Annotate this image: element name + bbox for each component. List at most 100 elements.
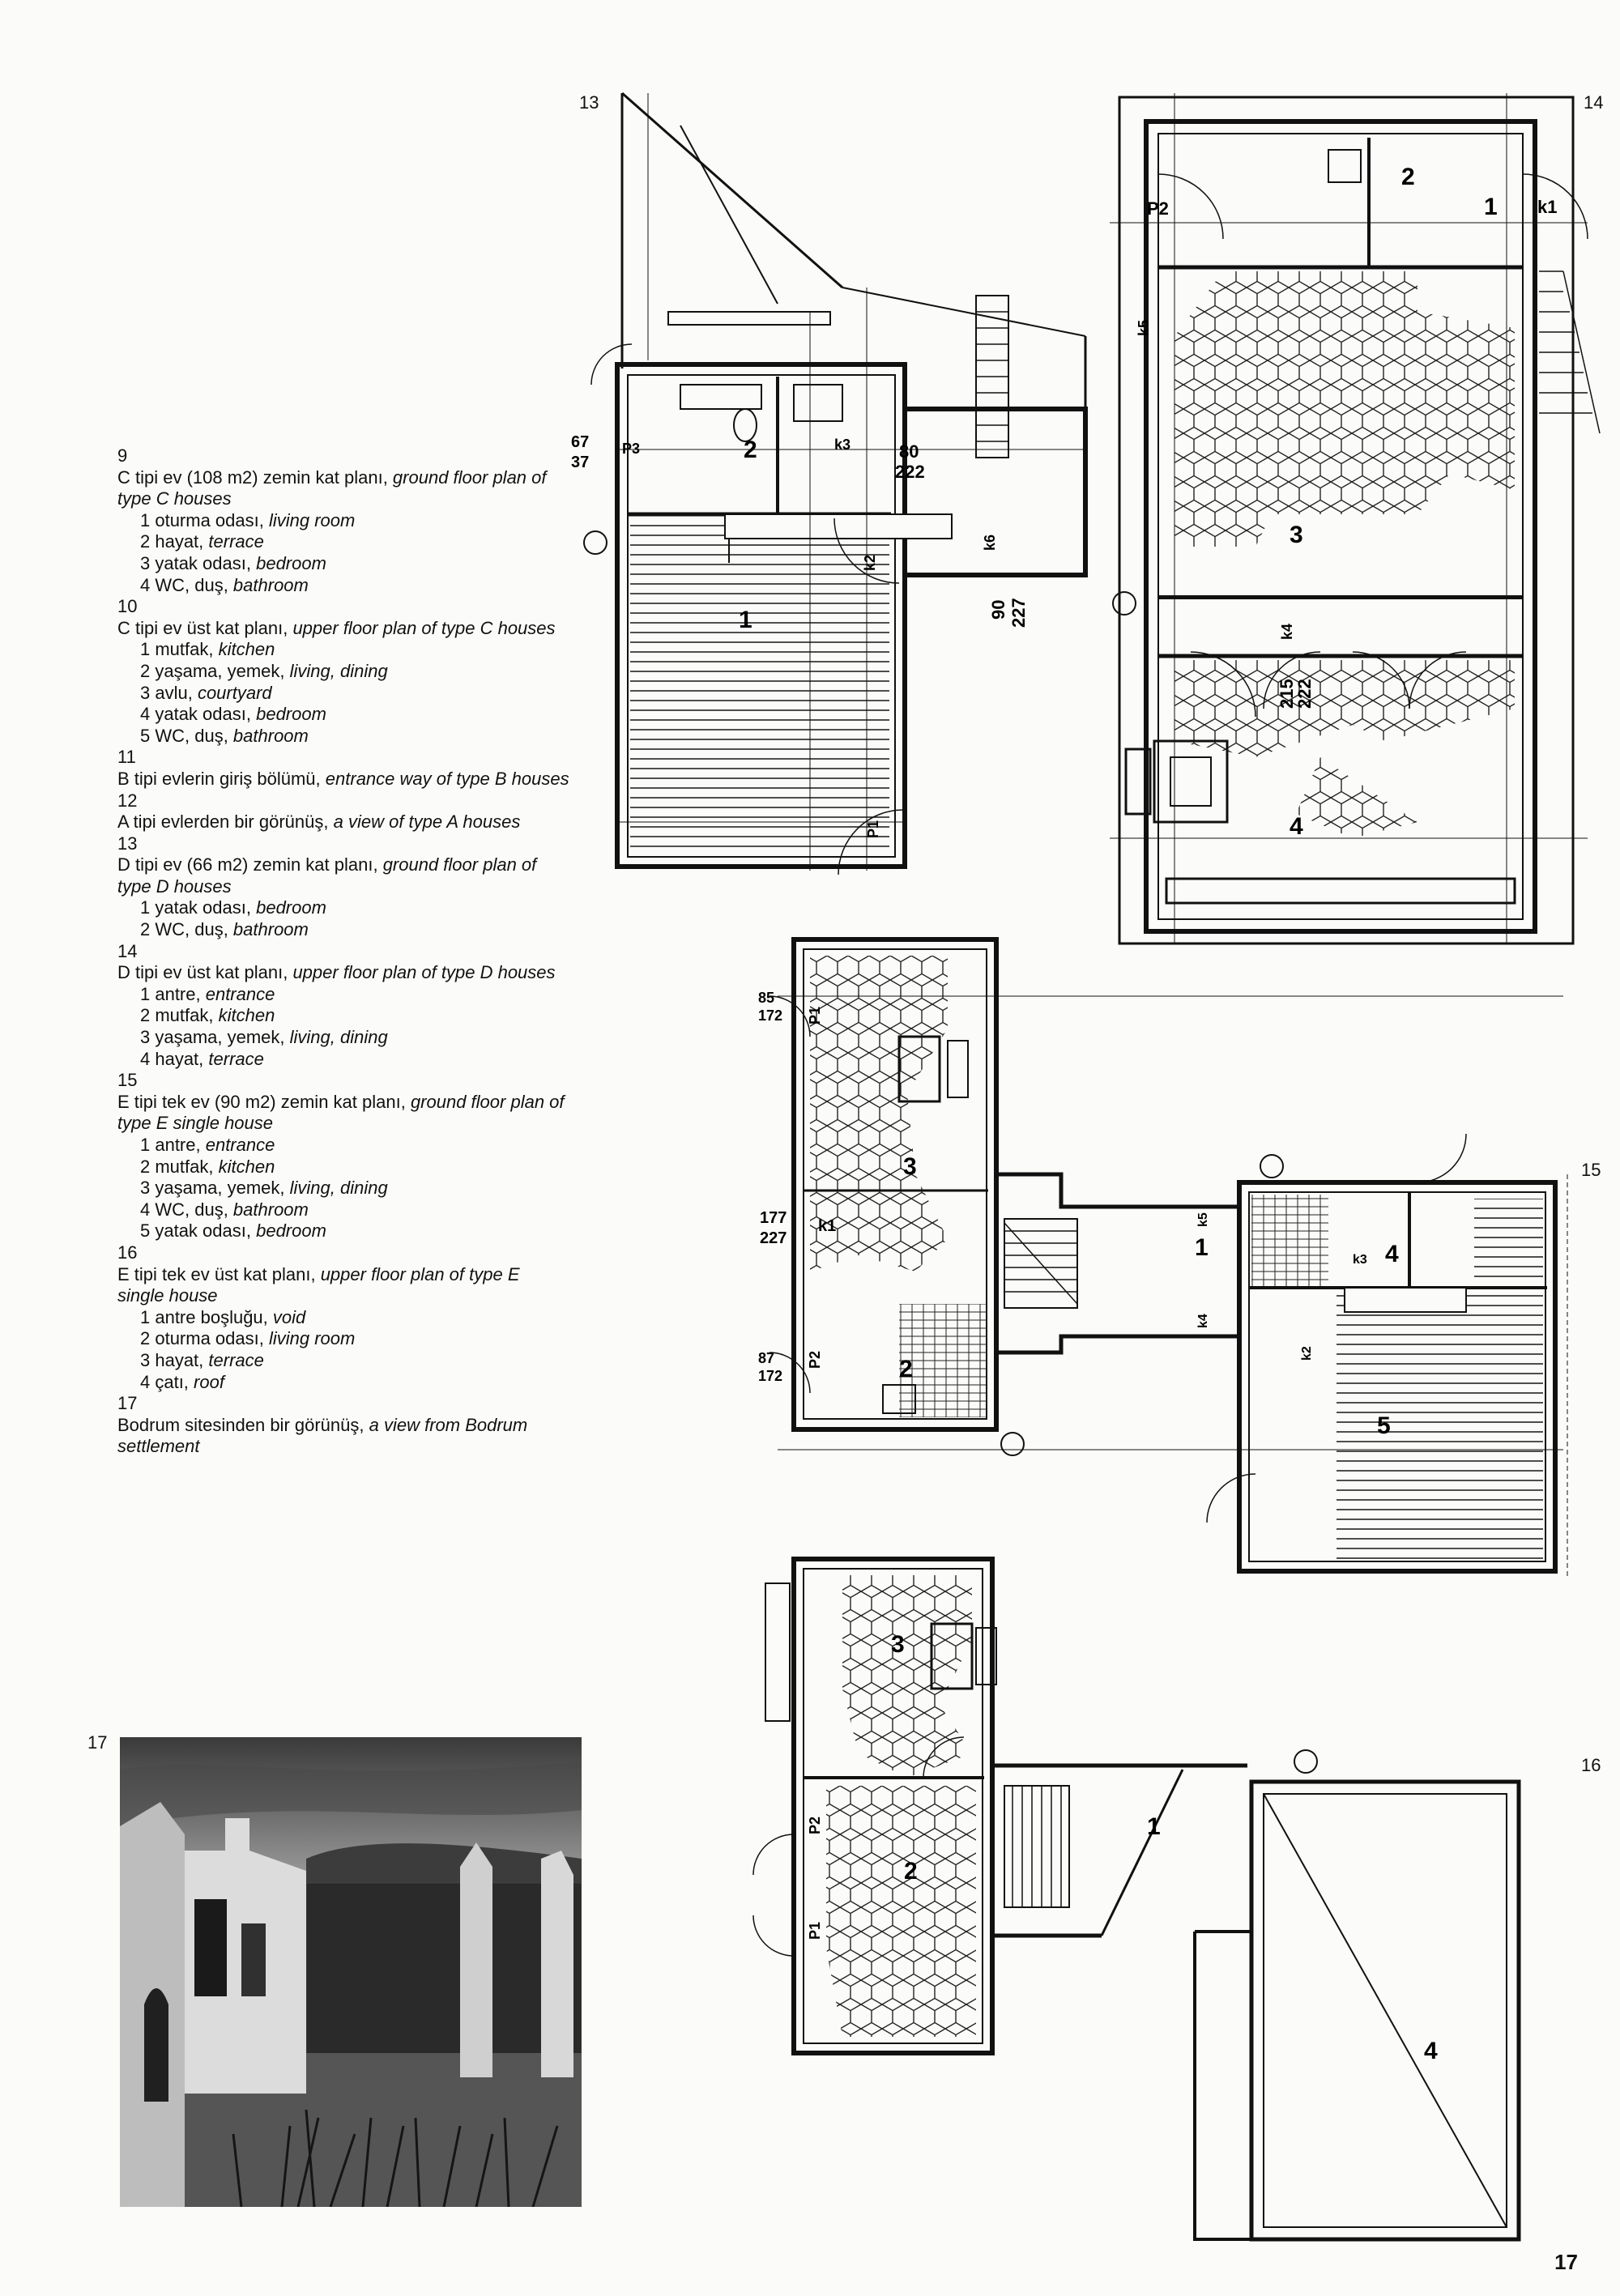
dimension-label: 87 [758, 1350, 774, 1366]
caption-item-tr: 4 WC, duş, [140, 574, 233, 595]
caption-item: 4 hayat, terrace [117, 1049, 571, 1071]
caption-item-en: terrace [208, 531, 264, 552]
dimension-label: k4 [1279, 624, 1295, 640]
caption-item-tr: 1 mutfak, [140, 639, 219, 660]
caption-heading-tr: A tipi evlerden bir görünüş, [117, 811, 334, 833]
caption-item-en: bedroom [256, 1220, 326, 1242]
dimension-label: k3 [1353, 1253, 1367, 1267]
caption-item: 1 oturma odası, living room [117, 510, 571, 532]
caption-heading-en: upper floor plan of type D houses [292, 962, 556, 983]
caption-item: 2 WC, duş, bathroom [117, 919, 571, 941]
caption-heading-tr: Bodrum sitesinden bir görünüş, [117, 1414, 369, 1435]
figure-label-16: 16 [1581, 1755, 1601, 1775]
caption-heading-tr: D tipi ev (66 m2) zemin kat planı, [117, 854, 383, 875]
caption-heading: E tipi tek ev (90 m2) zemin kat planı, g… [117, 1092, 571, 1135]
dimension-label: k5 [1196, 1212, 1210, 1227]
caption-item-en: kitchen [218, 1005, 275, 1026]
caption-heading-tr: E tipi tek ev (90 m2) zemin kat planı, [117, 1091, 411, 1112]
caption-item-en: bedroom [256, 897, 326, 918]
caption-number: 16 [117, 1242, 138, 1263]
caption-item-tr: 1 yatak odası, [140, 897, 257, 918]
floor-plan-16: 1 2 3 4 P1 P2 [752, 1557, 1521, 2242]
caption-item-tr: 1 antre boşluğu, [140, 1306, 273, 1327]
caption-item-tr: 1 antre, [140, 1135, 206, 1155]
caption-heading-en: upper floor plan of type E single house [117, 1263, 520, 1306]
dimension-label: 222 [895, 462, 925, 482]
caption-heading: D tipi ev (66 m2) zemin kat planı, groun… [117, 854, 571, 897]
dimension-label: 177 [760, 1209, 787, 1227]
caption-heading-tr: B tipi evlerin giriş bölümü, [117, 768, 326, 789]
caption-item: 1 antre, entrance [117, 984, 571, 1006]
caption-item-en: living, dining [289, 1027, 388, 1048]
caption-item-tr: 1 antre, [140, 983, 206, 1004]
room-label: 4 [1290, 813, 1303, 840]
dimension-label: k4 [1196, 1314, 1210, 1328]
caption-heading-tr: D tipi ev üst kat planı, [117, 962, 293, 983]
room-label: 2 [1401, 164, 1415, 190]
dimension-label: 215 [1277, 679, 1297, 709]
caption-item-tr: 5 WC, duş, [140, 725, 233, 746]
room-label: 1 [1147, 1813, 1161, 1840]
room-label: 4 [1385, 1241, 1399, 1267]
caption-item-en: entrance [205, 1135, 275, 1155]
room-label: 4 [1424, 2038, 1438, 2064]
floor-plan-14: 2 1 3 4 P2 k5 k4 k1 215 222 [1110, 93, 1601, 945]
caption-item: 3 yaşama, yemek, living, dining [117, 1027, 571, 1049]
dimension-label: 90 [988, 600, 1008, 620]
floor-plan-13: 2 1 67 37 P3 80 222 90 227 k3 k2 k6 P1 [571, 92, 1088, 875]
room-label: 3 [903, 1153, 917, 1180]
caption-item-tr: 3 yatak odası, [140, 552, 257, 573]
caption-heading: C tipi ev üst kat planı, upper floor pla… [117, 618, 571, 640]
caption-item-tr: 2 yaşama, yemek, [140, 660, 290, 681]
caption-item-en: bathroom [232, 574, 309, 595]
room-label: 1 [739, 607, 752, 633]
caption-number: 13 [117, 833, 138, 854]
caption-item-en: living, dining [289, 1178, 388, 1199]
caption-number: 15 [117, 1070, 138, 1091]
caption-number: 11 [117, 747, 136, 768]
caption-item: 4 WC, duş, bathroom [117, 575, 571, 597]
caption-item-tr: 4 çatı, [140, 1371, 194, 1392]
caption-item-tr: 2 mutfak, [140, 1156, 219, 1177]
room-label: 5 [1377, 1412, 1391, 1439]
figure-label-13: 13 [579, 92, 599, 113]
dimension-label: P3 [622, 441, 640, 457]
caption-item-tr: 2 oturma odası, [140, 1328, 269, 1349]
dimension-label: P2 [1147, 198, 1169, 219]
room-label: 3 [1290, 522, 1303, 548]
room-label: 1 [1195, 1234, 1209, 1261]
floor-plan-15: 1 2 3 4 5 k1 P2 P1 177 227 k3 k2 k5 k4 8… [758, 937, 1568, 1579]
caption-item: 5 yatak odası, bedroom [117, 1220, 571, 1242]
caption-item: 3 yatak odası, bedroom [117, 553, 571, 575]
caption-item: 2 oturma odası, living room [117, 1328, 571, 1350]
caption-item-tr: 2 mutfak, [140, 1005, 219, 1026]
caption-item-tr: 3 yaşama, yemek, [140, 1178, 290, 1199]
caption-heading-tr: C tipi ev (108 m2) zemin kat planı, [117, 466, 393, 488]
room-label: 2 [899, 1356, 913, 1382]
caption-item-en: terrace [208, 1349, 264, 1370]
caption-item-tr: 3 avlu, [140, 682, 198, 703]
caption-item-en: bathroom [232, 919, 309, 940]
dimension-label: k6 [982, 535, 998, 551]
caption-item-en: bathroom [232, 1199, 309, 1220]
dimension-label: 227 [1008, 598, 1029, 628]
room-label: 1 [1484, 194, 1498, 220]
photo-bodrum-settlement [120, 1737, 582, 2207]
caption-heading: A tipi evlerden bir görünüş, a view of t… [117, 811, 571, 833]
caption-item-en: roof [194, 1371, 224, 1392]
caption-item-tr: 1 oturma odası, [140, 509, 269, 530]
caption-item: 4 WC, duş, bathroom [117, 1199, 571, 1221]
caption-heading: E tipi tek ev üst kat planı, upper floor… [117, 1264, 571, 1307]
caption-item-en: terrace [208, 1048, 264, 1069]
caption-heading-en: ground floor plan of type C houses [117, 466, 547, 509]
caption-item-tr: 5 yatak odası, [140, 1220, 257, 1242]
dimension-label: 37 [571, 454, 589, 471]
caption-item: 1 antre boşluğu, void [117, 1307, 571, 1329]
caption-item-tr: 4 hayat, [140, 1048, 209, 1069]
caption-heading-tr: C tipi ev üst kat planı, [117, 617, 293, 638]
figure-label-14: 14 [1584, 92, 1604, 113]
figure-label-15: 15 [1581, 1160, 1601, 1180]
dimension-label: P2 [807, 1351, 823, 1369]
caption-heading-en: ground floor plan of type E single house [117, 1091, 565, 1134]
caption-item: 2 mutfak, kitchen [117, 1005, 571, 1027]
